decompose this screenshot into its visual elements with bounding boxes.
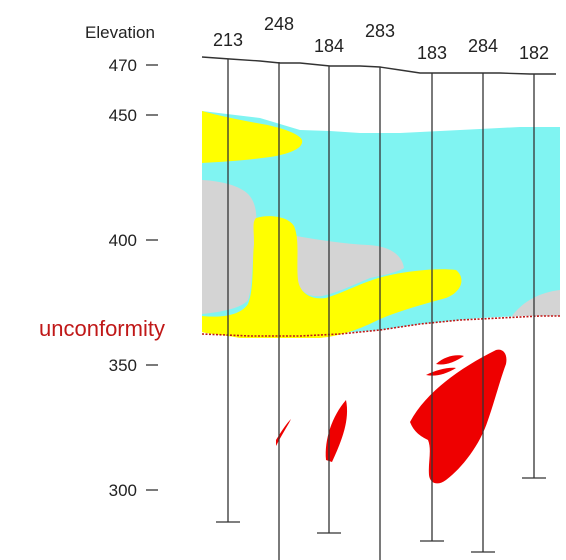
unconformity-line [201,315,560,337]
ore-lens-1 [276,419,291,446]
borehole-label: 284 [468,36,498,56]
elevation-tick-label: 450 [109,106,137,125]
borehole-label: 248 [264,14,294,34]
borehole-label: 283 [365,21,395,41]
elevation-axis: 470 450 400 350 300 [109,56,158,500]
borehole-label: 213 [213,30,243,50]
ore-lens-3 [436,355,464,365]
ground-surface-line [201,56,556,75]
ore-lens-2 [325,400,348,462]
gray-unit-left-body [202,180,257,314]
ore-body-main [410,349,507,484]
borehole-label: 184 [314,36,344,56]
borehole-label: 183 [417,43,447,63]
elevation-tick-label: 300 [109,481,137,500]
gray-unit-middle-body [296,236,404,297]
ore-lens-4 [426,367,456,376]
elevation-tick-label: 350 [109,356,137,375]
yellow-unit-top-lens [202,111,303,163]
boreholes-group: 213 248 184 283 183 284 182 [213,14,549,560]
unconformity-label: unconformity [39,316,165,341]
borehole-label: 182 [519,43,549,63]
yellow-unit-main-body [202,216,462,338]
gray-unit-right-lens [512,290,560,316]
elevation-tick-label: 400 [109,231,137,250]
elevation-tick-label: 470 [109,56,137,75]
elevation-axis-title: Elevation [85,23,155,42]
